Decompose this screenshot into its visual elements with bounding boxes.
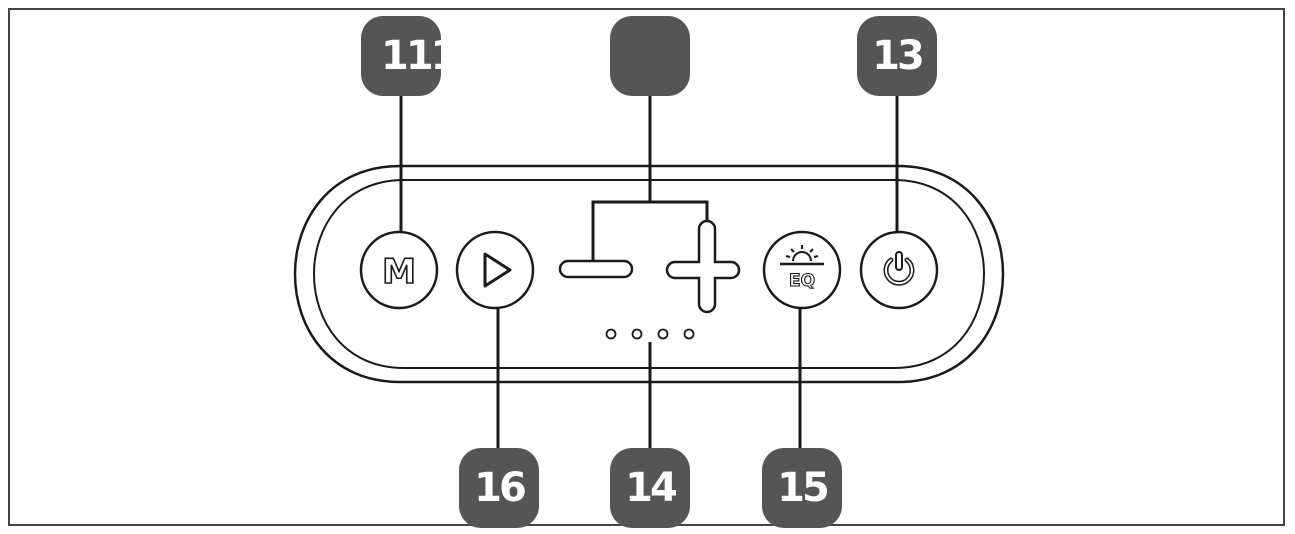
panel-outer-outline — [293, 164, 1005, 384]
callout-indicator: 14 — [610, 448, 690, 528]
callout-volume — [610, 16, 690, 96]
play-button[interactable] — [455, 230, 535, 310]
indicator-led — [683, 328, 695, 340]
callout-mode: 1111 — [361, 16, 441, 96]
power-button[interactable] — [859, 230, 939, 310]
plus-icon — [665, 219, 741, 314]
mode-button-label: M — [382, 252, 416, 292]
panel-inner-outline — [313, 179, 985, 369]
power-icon — [883, 251, 915, 286]
volume-up-button[interactable] — [665, 219, 741, 314]
eq-button-label: EQ — [789, 271, 815, 291]
indicator-led — [657, 328, 669, 340]
callout-power: 13 — [857, 16, 937, 96]
eq-button[interactable]: EQ — [762, 230, 842, 310]
sun-icon — [785, 245, 819, 262]
play-icon — [483, 252, 512, 288]
indicator-leds — [605, 328, 695, 340]
volume-down-button[interactable] — [558, 259, 634, 279]
callout-play: 16 — [459, 448, 539, 528]
callout-eq: 15 — [762, 448, 842, 528]
minus-icon — [558, 259, 634, 279]
mode-button[interactable]: M — [359, 230, 439, 310]
leader-volume-bracket — [591, 200, 709, 268]
indicator-led — [631, 328, 643, 340]
indicator-led — [605, 328, 617, 340]
